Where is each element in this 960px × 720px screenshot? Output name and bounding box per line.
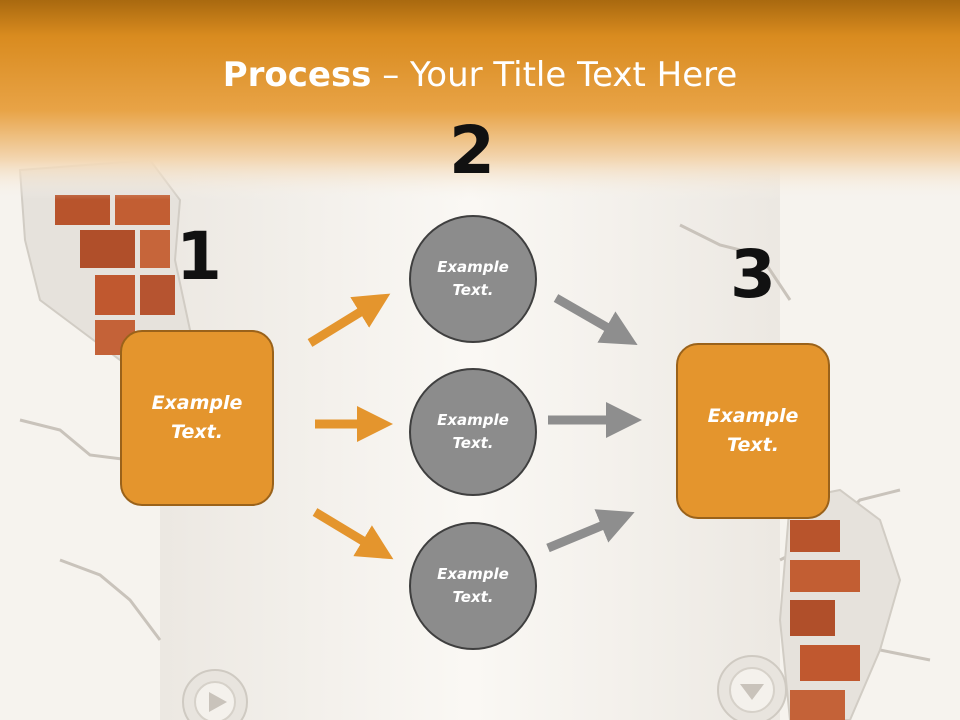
right-box: Example Text. xyxy=(676,343,830,519)
arrow-left-to-bottom xyxy=(312,508,394,560)
circle-top-text: Example Text. xyxy=(437,258,509,299)
step-number-2: 2 xyxy=(449,112,495,189)
circle-top: Example Text. xyxy=(409,215,537,343)
title-bold: Process xyxy=(222,55,372,95)
step-number-3: 3 xyxy=(730,236,776,313)
right-box-text: Example Text. xyxy=(707,405,799,456)
title-rest: – Your Title Text Here xyxy=(371,55,738,95)
arrow-top-to-right xyxy=(553,294,638,345)
step-number-1: 1 xyxy=(176,218,222,295)
right-bricks xyxy=(790,520,860,720)
arrow-bottom-to-right xyxy=(546,509,635,553)
circle-bottom: Example Text. xyxy=(409,522,537,650)
circle-middle: Example Text. xyxy=(409,368,537,496)
circle-middle-text: Example Text. xyxy=(437,411,509,452)
circle-bottom-text: Example Text. xyxy=(437,565,509,606)
left-box-text: Example Text. xyxy=(151,392,243,443)
slide-title: Process – Your Title Text Here xyxy=(0,52,960,98)
arrow-left-to-top xyxy=(307,293,391,347)
left-box: Example Text. xyxy=(120,330,274,506)
